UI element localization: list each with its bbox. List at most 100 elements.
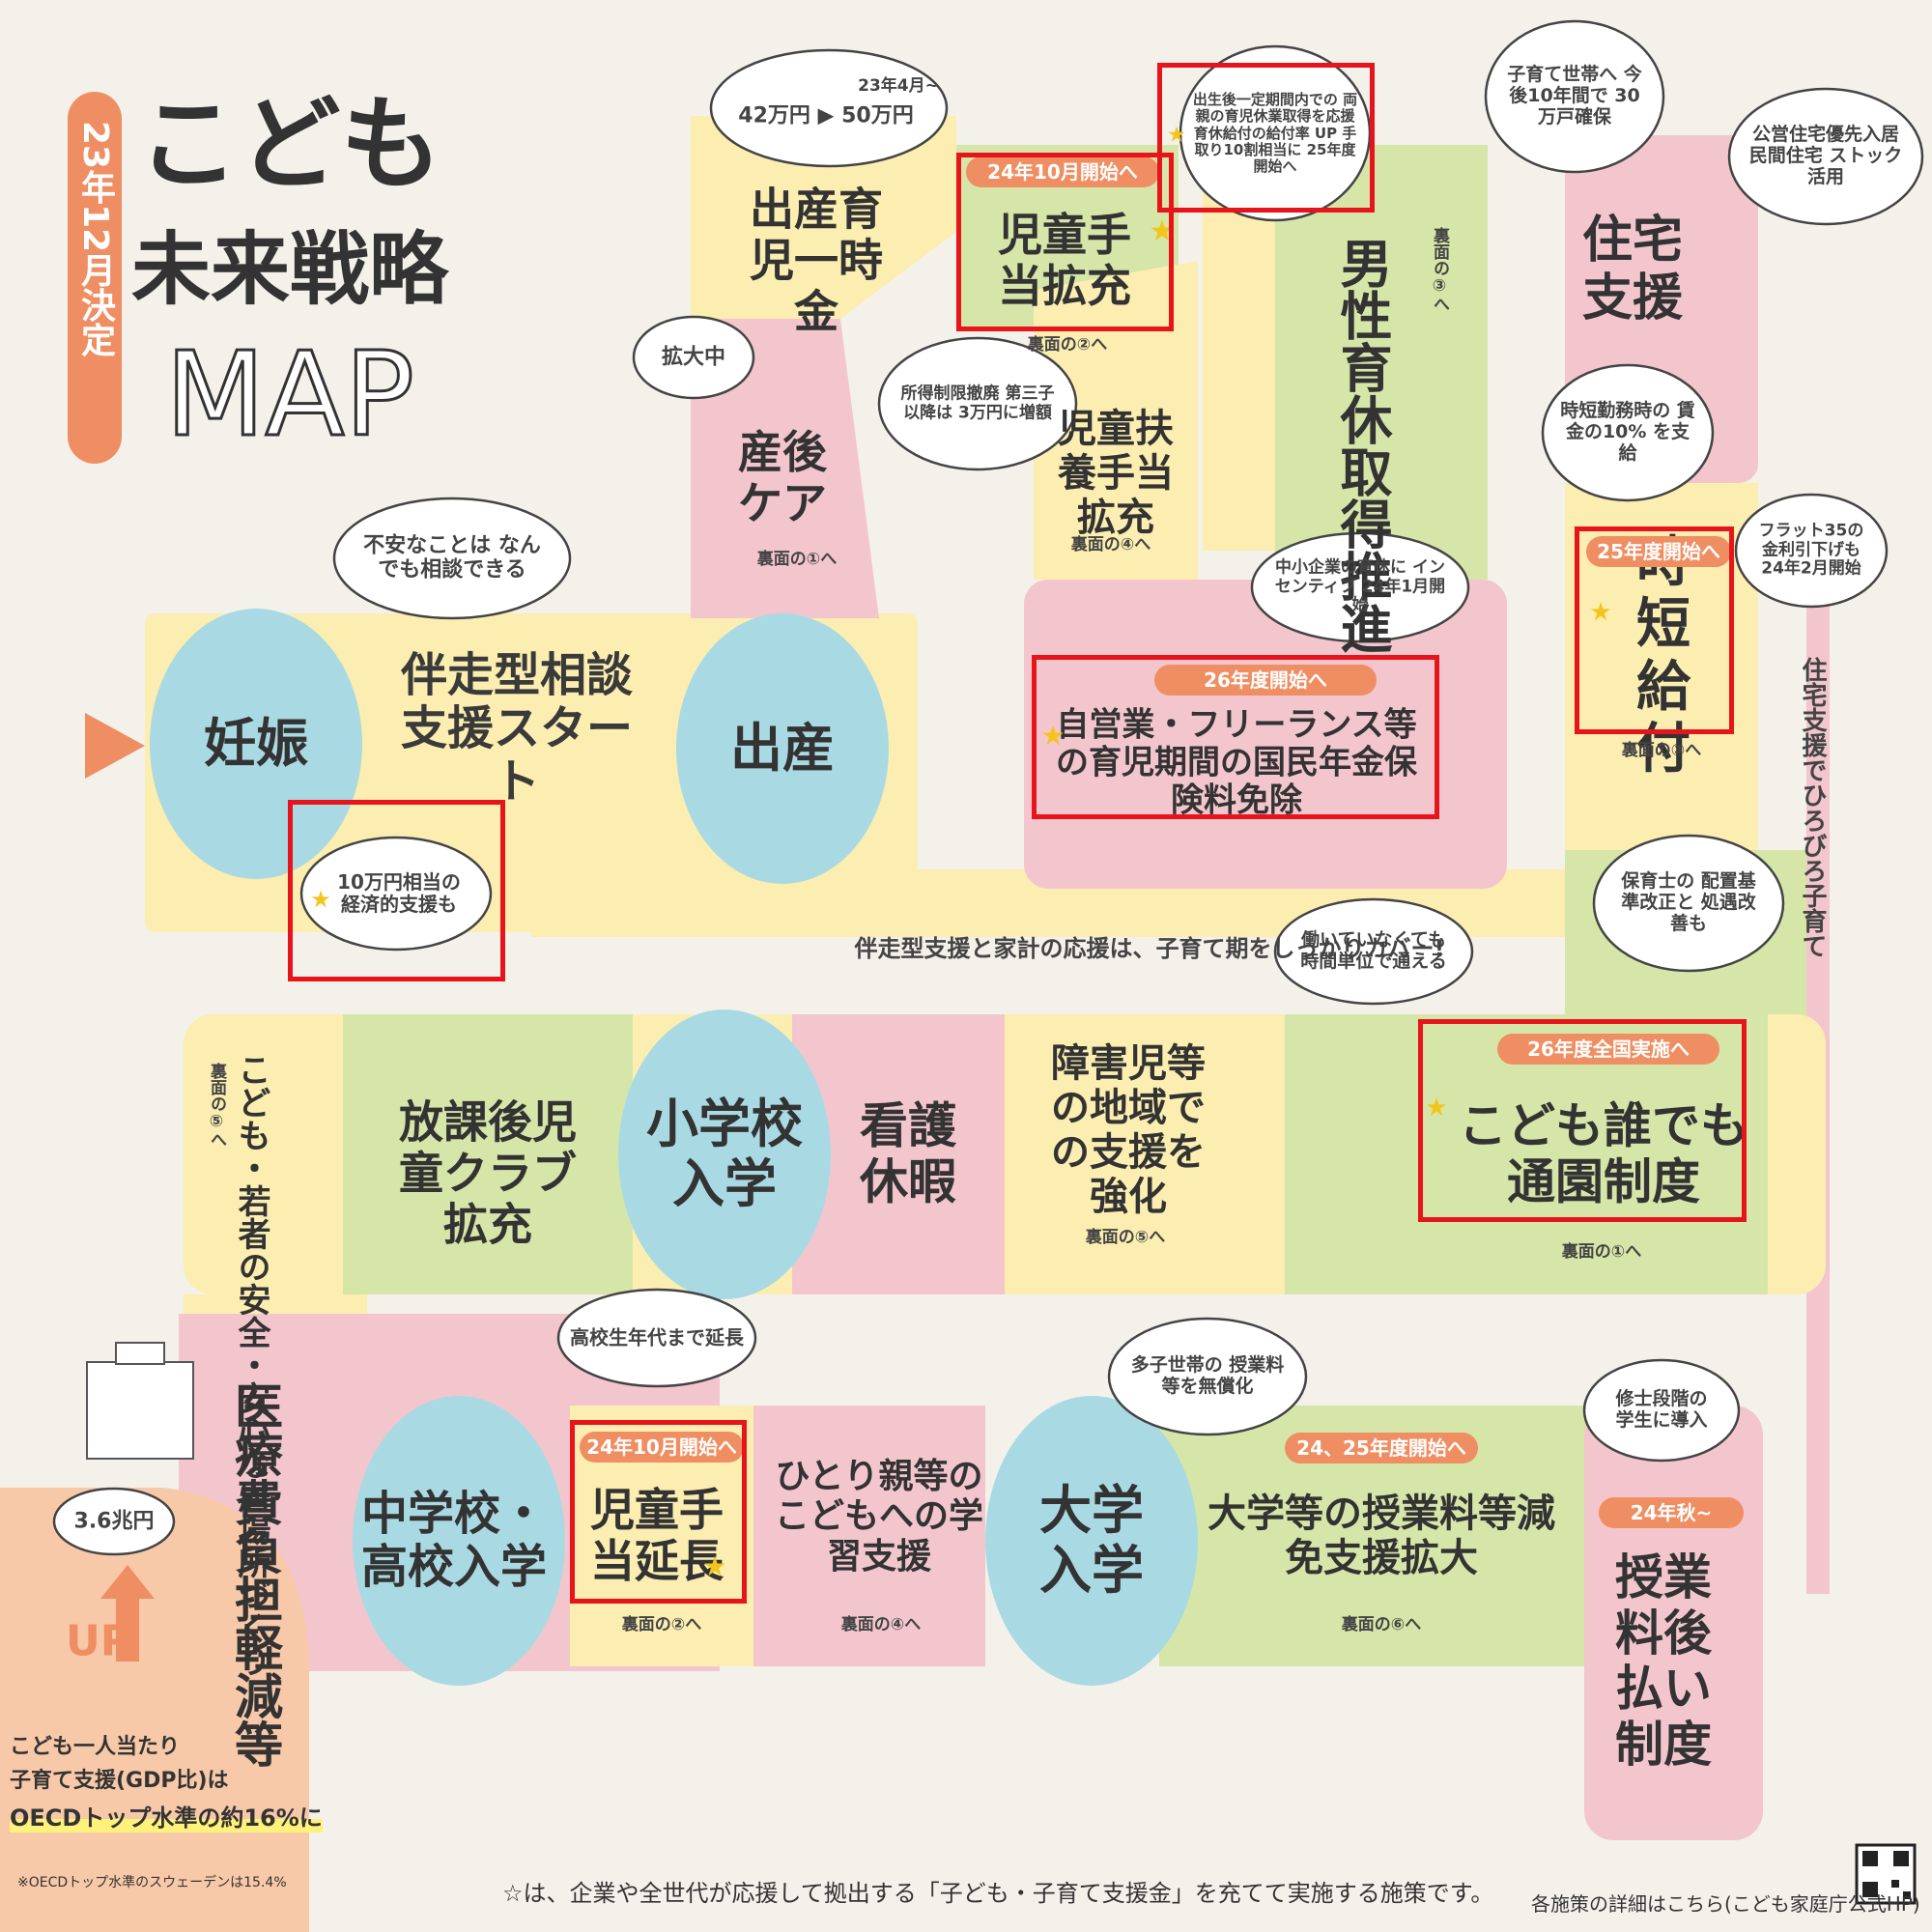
block-single-parent-study: ひとり親等のこどもへの学習支援 bbox=[774, 1456, 983, 1577]
block-disabled-bg bbox=[1005, 1014, 1285, 1294]
ref-extend[interactable]: 裏面の②へ bbox=[621, 1615, 702, 1635]
pill-fy2425: 24、25年度開始へ bbox=[1285, 1433, 1478, 1463]
bubble-hourly bbox=[1273, 897, 1474, 1006]
bubble-income-limit bbox=[877, 336, 1078, 471]
block-housing: 住宅支援 bbox=[1581, 212, 1683, 327]
bubble-support-text: 10万円相当の 経済的支援も bbox=[337, 870, 461, 916]
header-title-1: こども bbox=[137, 85, 442, 204]
bubble-flat35 bbox=[1734, 493, 1889, 609]
bubble-shorttime-wage bbox=[1541, 363, 1715, 502]
star-icon: ★ bbox=[1040, 719, 1065, 752]
stage-university: 大学入学 bbox=[1039, 1479, 1144, 1601]
circle-pregnancy bbox=[150, 609, 362, 879]
highlight-freelance bbox=[1032, 655, 1439, 819]
start-arrow bbox=[85, 713, 145, 779]
bubble-public-housing-text: 公営住宅優先入居 民間住宅 ストック活用 bbox=[1748, 124, 1903, 187]
ref-fusyo[interactable]: 裏面の④へ bbox=[1070, 535, 1151, 555]
block-tuition-support: 大学等の授業料等減免支援拡大 bbox=[1208, 1492, 1555, 1580]
star-icon: ★ bbox=[1589, 598, 1612, 628]
ref-daycare[interactable]: 裏面の①へ bbox=[1561, 1242, 1642, 1263]
block-paternity-bg bbox=[1275, 145, 1488, 580]
ref-paternity[interactable]: 裏面の③へ bbox=[1430, 227, 1449, 312]
ref-allowance[interactable]: 裏面の②へ bbox=[1027, 335, 1108, 355]
bubble-income-text: 所得制限撤廃 第三子以降は 3万円に増額 bbox=[900, 384, 1055, 422]
bubble-masters-text: 修士段階の 学生に導入 bbox=[1615, 1388, 1708, 1431]
block-afterschool-bg bbox=[343, 1014, 633, 1294]
block-postnatal-bg bbox=[691, 319, 879, 618]
bubble-hourly-text: 働いていなくても 時間単位で通える bbox=[1300, 929, 1447, 972]
ref-safe-place[interactable]: 裏面の⑤へ bbox=[207, 1063, 226, 1148]
block-disabled: 障害児等の地域での支援を強化 bbox=[1051, 1041, 1206, 1219]
oecd-note: ※OECDトップ水準のスウェーデンは15.4% bbox=[17, 1875, 287, 1890]
block-allowance-extend: 児童手当延長 bbox=[590, 1484, 724, 1587]
block-birth-grant-bg bbox=[691, 116, 956, 319]
bubble-expanding-text: 拡大中 bbox=[661, 345, 726, 370]
bubble-leave-text: 出生後一定期間内での 両親の育児休業取得を応援 育休給付の給付率 UP 手取り1… bbox=[1192, 90, 1358, 175]
block-paternity: 男性育休取得推進 bbox=[1331, 237, 1392, 654]
header-title-2: 未来戦略 bbox=[130, 223, 449, 316]
bubble-flat35-text: フラット35の 金利引下げも 24年2月開始 bbox=[1758, 521, 1864, 579]
block-freelance: 自営業・フリーランス等の育児期間の国民年金保険料免除 bbox=[1056, 705, 1417, 820]
block-fusyo: 児童扶養手当拡充 bbox=[1058, 407, 1174, 540]
bubble-sme bbox=[1250, 531, 1470, 643]
star-note: ☆は、企業や全世代が応援して拠出する「子ども・子育て支援金」を充てて実施する施策… bbox=[502, 1880, 1494, 1907]
pill-allowance-oct: 24年10月開始へ bbox=[966, 156, 1159, 187]
bubble-nursery-staff bbox=[1592, 834, 1785, 973]
oecd-line3: OECDトップ水準の約16%に bbox=[10, 1799, 323, 1833]
details-link[interactable]: 各施策の詳細はこちら(こども家庭庁公式HP) bbox=[1531, 1892, 1920, 1916]
block-afterschool: 放課後児童クラブ拡充 bbox=[399, 1095, 577, 1251]
stage-junior-high: 中学校・高校入学 bbox=[360, 1486, 547, 1594]
note-housing-vertical: 住宅支援でひろびろ子育て bbox=[1798, 657, 1827, 958]
bubble-birth-grant-date: 23年4月~ bbox=[858, 76, 939, 97]
bubble-shorttime-text: 時短勤務時の 賃金の10% を支給 bbox=[1560, 400, 1695, 464]
oecd-line2: 子育て支援(GDP比)は bbox=[10, 1769, 229, 1793]
star-icon: ★ bbox=[702, 1549, 727, 1582]
up-arrow bbox=[100, 1565, 155, 1662]
header-date-pill bbox=[68, 92, 122, 464]
bubble-housing300k-text: 子育て世帯へ 今後10年間で 30万戸確保 bbox=[1507, 64, 1642, 128]
bubble-nursery-text: 保育士の 配置基準改正と 処遇改善も bbox=[1621, 870, 1756, 934]
highlight-shorttime bbox=[1575, 526, 1734, 734]
bubble-highschool-text: 高校生年代まで延長 bbox=[570, 1325, 744, 1350]
pill-fy26-nation: 26年度全国実施へ bbox=[1497, 1034, 1719, 1065]
bubble-consult-text: 不安なことは なんでも相談できる bbox=[363, 533, 541, 582]
bubble-gdp-text: 3.6兆円 bbox=[73, 1509, 155, 1534]
header-title-3: MAP bbox=[164, 327, 416, 464]
block-postnatal: 産後ケア bbox=[738, 426, 827, 529]
oecd-line1: こども一人当たり bbox=[10, 1735, 181, 1759]
pill-fy26: 26年度開始へ bbox=[1154, 665, 1377, 696]
header-date: 23年12月決定 bbox=[75, 121, 115, 357]
bubble-multi-child bbox=[1107, 1317, 1308, 1436]
block-child-allowance: 児童手当拡充 bbox=[998, 209, 1131, 312]
up-label: UP bbox=[66, 1616, 131, 1666]
stage-elementary: 小学校入学 bbox=[646, 1093, 803, 1214]
bubble-expanding bbox=[632, 315, 755, 400]
pill-allowance-oct2: 24年10月開始へ bbox=[580, 1432, 744, 1463]
highlight-daycare bbox=[1418, 1019, 1747, 1222]
bubble-gdp bbox=[52, 1487, 176, 1556]
ref-shorttime[interactable]: 裏面の③へ bbox=[1621, 741, 1702, 761]
bubble-sme-text: 中小企業の育休に インセンティブ 24年1月開始 bbox=[1274, 557, 1446, 615]
block-tuition-deferred: 授業料後払い制度 bbox=[1615, 1549, 1712, 1773]
hospital-icon bbox=[86, 1342, 194, 1460]
circle-university bbox=[985, 1396, 1198, 1686]
highlight-support bbox=[288, 800, 505, 981]
circle-birth bbox=[676, 613, 889, 884]
pill-fy25: 25年度開始へ bbox=[1586, 536, 1731, 567]
highlight-child-allowance bbox=[956, 153, 1174, 331]
note-coverage: 伴走型支援と家計の応援は、子育て期をしっかりカバー! bbox=[854, 935, 1445, 963]
block-study-bg bbox=[753, 1406, 985, 1666]
block-birth-grant: 出産育児一時金 bbox=[750, 183, 883, 338]
bubble-birth-grant bbox=[709, 48, 949, 168]
ref-tuition[interactable]: 裏面の⑥へ bbox=[1341, 1615, 1422, 1635]
ref-study[interactable]: 裏面の④へ bbox=[840, 1615, 922, 1635]
star-icon: ★ bbox=[1167, 123, 1186, 148]
bubble-highschool bbox=[556, 1288, 757, 1388]
ref-postnatal[interactable]: 裏面の①へ bbox=[756, 550, 838, 570]
stage-birth: 出産 bbox=[730, 717, 835, 779]
highlight-leave-benefit bbox=[1157, 63, 1375, 213]
bubble-birth-grant-amount: 42万円 ▶ 50万円 bbox=[738, 103, 914, 128]
ref-disabled[interactable]: 裏面の⑤へ bbox=[1085, 1228, 1166, 1248]
stage-pregnancy: 妊娠 bbox=[204, 712, 308, 774]
